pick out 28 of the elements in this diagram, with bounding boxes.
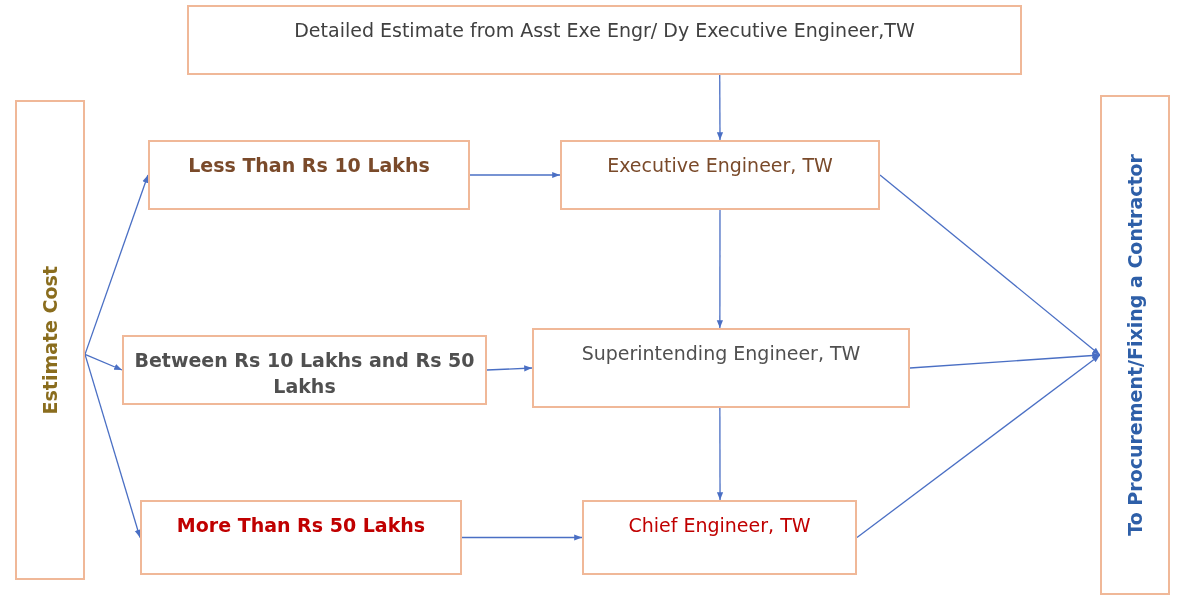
box-label: Estimate Cost — [38, 265, 62, 415]
arrow — [909, 352, 1101, 369]
arrow — [716, 407, 724, 501]
process-box — [560, 140, 880, 210]
box-label: Superintending Engineer, TW — [581, 341, 861, 366]
process-box — [140, 500, 462, 575]
arrow — [486, 365, 533, 372]
box-label: Executive Engineer, TW — [607, 153, 833, 178]
box-label: Less Than Rs 10 Lakhs — [188, 153, 430, 178]
process-box — [122, 335, 487, 405]
process-box — [148, 140, 470, 210]
process-box — [532, 328, 910, 408]
process-box — [15, 100, 85, 580]
arrow — [84, 353, 123, 371]
box-label: Between Rs 10 Lakhs and Rs 50 Lakhs — [133, 348, 476, 399]
box-label: Detailed Estimate from Asst Exe Engr/ Dy Executive Engineer,TW — [294, 18, 915, 43]
arrow — [461, 534, 583, 541]
arrow — [856, 354, 1101, 539]
box-label: To Procurement/Fixing a Contractor — [1123, 154, 1147, 536]
arrow — [716, 74, 724, 141]
arrow — [879, 174, 1101, 356]
arrow — [469, 171, 561, 179]
box-label: Chief Engineer, TW — [628, 513, 811, 538]
arrow — [716, 209, 723, 329]
process-box — [187, 5, 1022, 75]
process-box — [582, 500, 857, 575]
box-label: More Than Rs 50 Lakhs — [176, 513, 426, 538]
process-box — [1100, 95, 1170, 595]
